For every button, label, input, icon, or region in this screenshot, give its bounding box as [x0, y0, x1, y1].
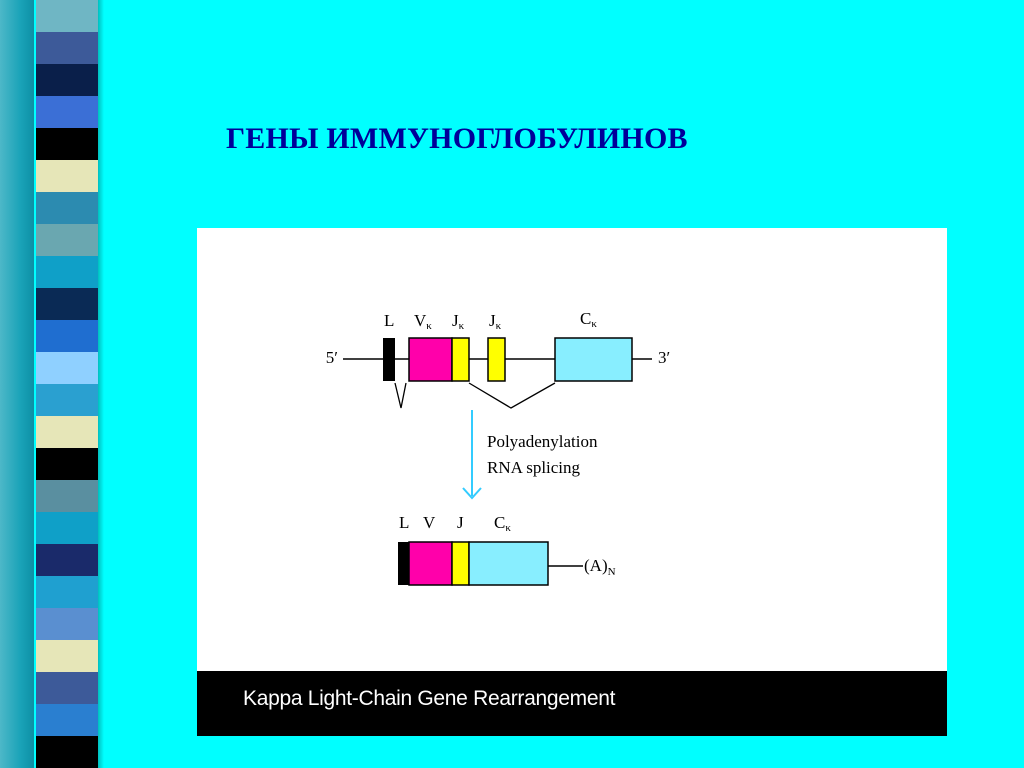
stripe-block [36, 640, 98, 672]
stripe-block [36, 416, 98, 448]
j-segment-1 [451, 337, 470, 382]
label-v: Vκ [414, 311, 432, 332]
stripe-block [36, 96, 98, 128]
leader-exon [383, 338, 395, 381]
arrow-head-icon [462, 487, 482, 500]
stripe-block [36, 128, 98, 160]
stripe-block [36, 32, 98, 64]
three-prime-label: 3′ [658, 348, 670, 367]
mrna-v [408, 541, 453, 586]
stripe-block [36, 704, 98, 736]
figure-panel: 5′ 3′ L Vκ Jκ Jκ Cκ Polyadenylation RNA … [197, 228, 947, 736]
label-c: Cκ [580, 309, 597, 330]
stripe-block [36, 320, 98, 352]
label-j1: Jκ [452, 311, 465, 332]
stripe-block [36, 480, 98, 512]
stripe-block [36, 352, 98, 384]
stripe-block [36, 608, 98, 640]
mrna-label-j: J [457, 513, 464, 532]
mrna-j [451, 541, 470, 586]
splice-leader-v [394, 382, 407, 409]
stripe-block [36, 544, 98, 576]
mrna-leader [398, 542, 409, 585]
stripe-block [36, 64, 98, 96]
decorative-stripe-bar [0, 0, 120, 768]
caption-bar: Kappa Light-Chain Gene Rearrangement [197, 671, 947, 736]
label-leader: L [384, 311, 394, 330]
stripe-block [36, 160, 98, 192]
process-label-splicing: RNA splicing [487, 458, 581, 477]
stripe-block [36, 0, 98, 32]
stripe-block [36, 192, 98, 224]
v-segment [408, 337, 453, 382]
poly-a-label: (A)N [584, 556, 616, 578]
j-segment-2 [487, 337, 506, 382]
stripe-shadow [98, 0, 104, 768]
stripe-rail [0, 0, 34, 768]
stripe-block [36, 672, 98, 704]
stripe-block [36, 512, 98, 544]
stripe-block [36, 448, 98, 480]
splice-j-c [468, 382, 556, 409]
mrna-label-v: V [423, 513, 436, 532]
label-j2: Jκ [489, 311, 502, 332]
mrna-label-leader: L [399, 513, 409, 532]
stripe-blocks [36, 0, 98, 768]
stripe-block [36, 288, 98, 320]
gene-diagram: 5′ 3′ L Vκ Jκ Jκ Cκ Polyadenylation RNA … [326, 309, 670, 586]
mrna-c [468, 541, 549, 586]
five-prime-label: 5′ [326, 348, 338, 367]
process-label-polyadenylation: Polyadenylation [487, 432, 598, 451]
stripe-block [36, 736, 98, 768]
stripe-block [36, 384, 98, 416]
mrna-label-c: Cκ [494, 513, 511, 534]
stripe-block [36, 576, 98, 608]
stripe-block [36, 224, 98, 256]
slide-title: ГЕНЫ ИММУНОГЛОБУЛИНОВ [226, 122, 688, 155]
figure-caption: Kappa Light-Chain Gene Rearrangement [243, 687, 616, 710]
stripe-block [36, 256, 98, 288]
c-segment [554, 337, 633, 382]
